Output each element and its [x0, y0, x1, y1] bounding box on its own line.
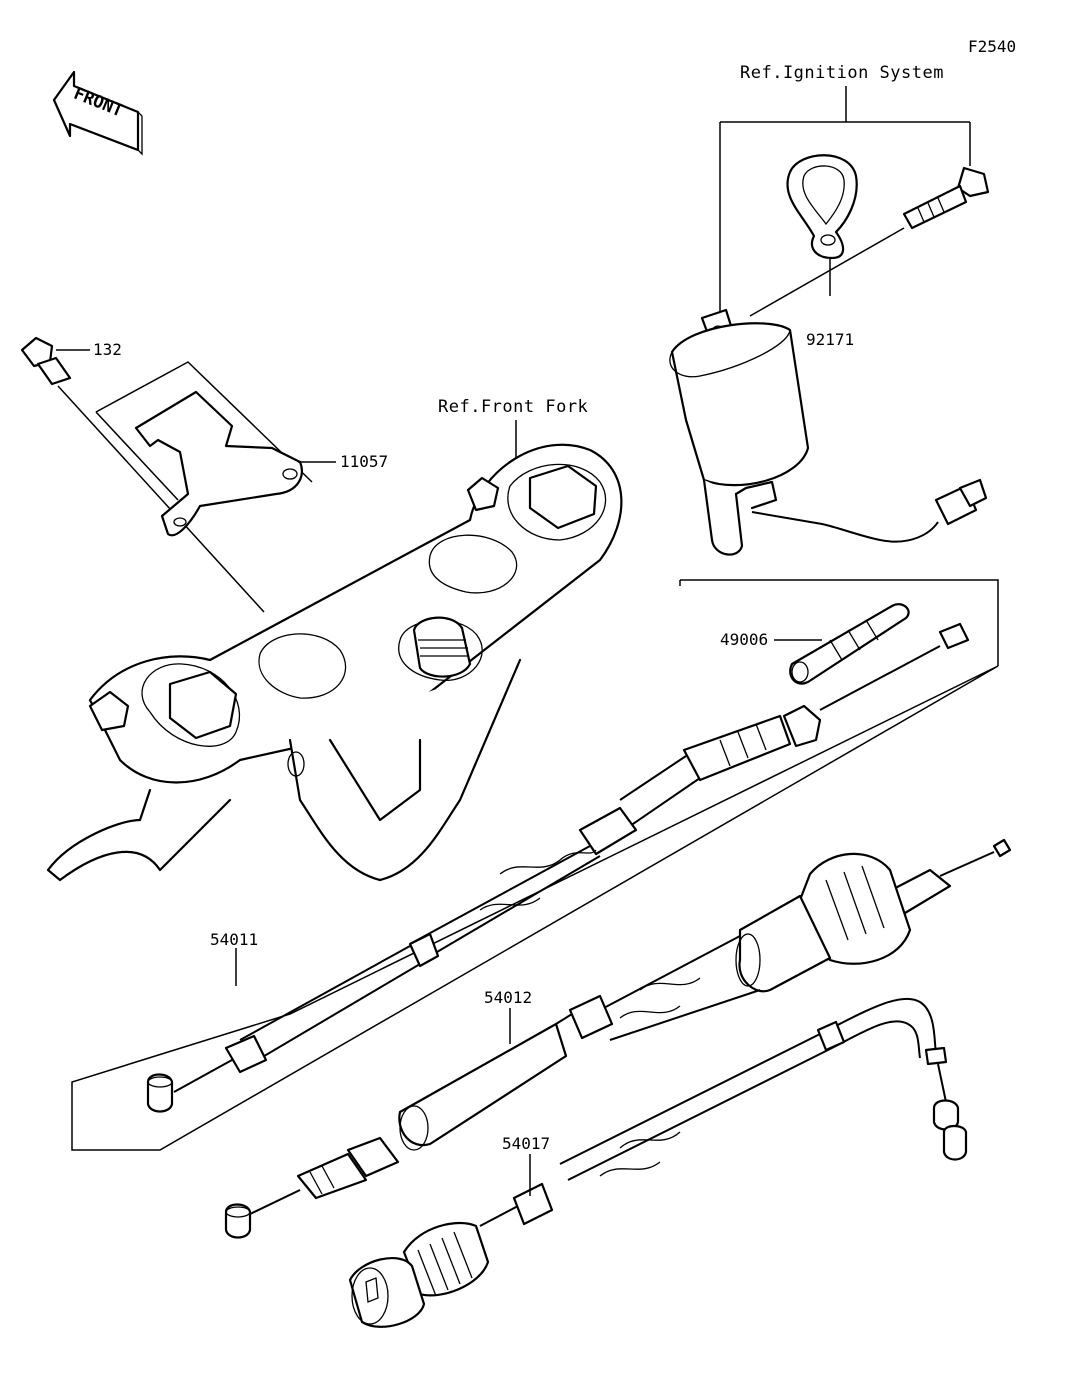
triple-clamp — [46, 443, 623, 882]
ref-ignition-system: Ref.Ignition System — [740, 63, 944, 83]
label-92171: 92171 — [806, 330, 854, 349]
front-arrow-icon: FRONT — [52, 70, 143, 156]
label-54012: 54012 — [484, 988, 532, 1007]
ignition-bolt — [902, 166, 990, 230]
figure-code: F2540 — [968, 37, 1016, 56]
bolt-132 — [20, 336, 72, 386]
label-11057: 11057 — [340, 452, 388, 471]
boot-49006 — [789, 603, 910, 685]
label-132: 132 — [93, 340, 122, 359]
cable-54012 — [224, 838, 1012, 1239]
ignition-coil — [669, 308, 988, 556]
label-49006: 49006 — [720, 630, 768, 649]
wire-clamp — [786, 154, 858, 260]
ignition-bracket-lines — [719, 86, 971, 312]
cable-54017 — [348, 997, 968, 1328]
ref-front-fork: Ref.Front Fork — [438, 397, 588, 417]
cable-54011 — [146, 622, 970, 1113]
bracket-11057 — [134, 390, 303, 537]
label-54017: 54017 — [502, 1134, 550, 1153]
label-54011: 54011 — [210, 930, 258, 949]
